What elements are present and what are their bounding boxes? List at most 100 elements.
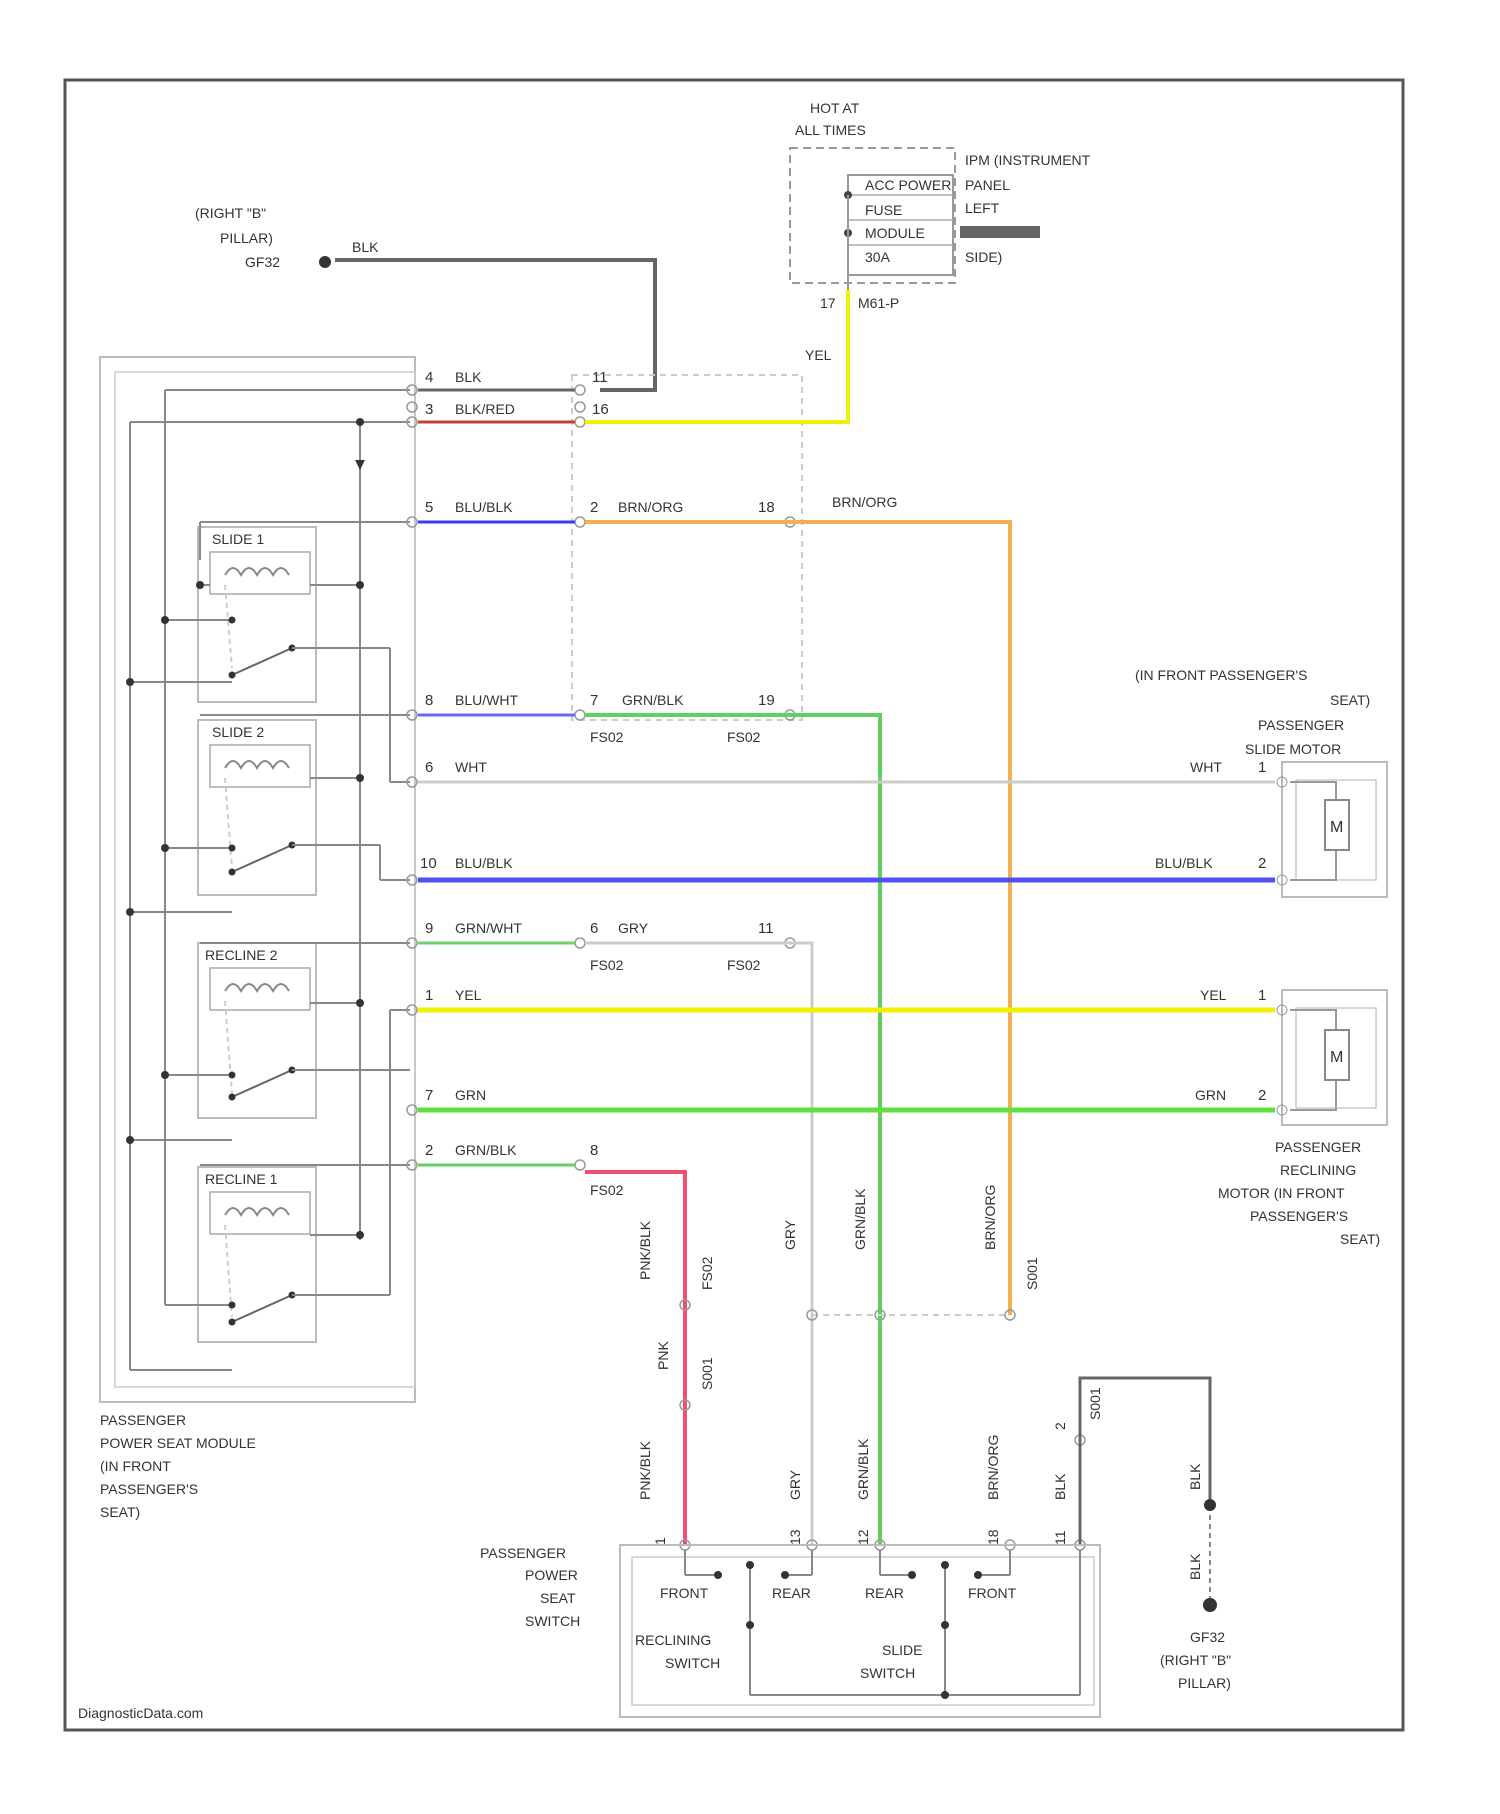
switch-label-3: SEAT: [540, 1590, 576, 1606]
vlabel-brn-org-1: BRN/ORG: [982, 1185, 998, 1250]
pin-8-b: 8: [590, 1142, 598, 1159]
switch-rear-1: REAR: [772, 1585, 811, 1601]
module-line3: (IN FRONT: [100, 1458, 171, 1474]
vlabel-pin-11: 11: [1052, 1530, 1068, 1545]
label-brn-org-1: BRN/ORG: [618, 499, 683, 515]
conn-fs02-1: FS02: [590, 729, 624, 745]
relay-label-slide-2: SLIDE 2: [212, 724, 264, 740]
vlabel-pin-2: 2: [1052, 1422, 1068, 1430]
conn-fs02-3: FS02: [590, 957, 624, 973]
label-yel-2: YEL: [1200, 987, 1227, 1003]
label-yel-top: YEL: [805, 347, 832, 363]
relay-label-slide-1: SLIDE 1: [212, 531, 264, 547]
switch-slide-2: SWITCH: [860, 1665, 915, 1681]
slide-motor-m: M: [1330, 819, 1343, 836]
pin-6-a: 6: [425, 759, 433, 776]
pin-18-a: 18: [758, 499, 775, 516]
relay-recline-2: [198, 943, 316, 1118]
vlabel-pnk-blk-2: PNK/BLK: [637, 1440, 653, 1500]
ground-bot-line3: PILLAR): [1178, 1675, 1231, 1691]
slide-motor-line4: SLIDE MOTOR: [1245, 741, 1341, 757]
pin-11-top: 11: [592, 369, 608, 386]
ipdm-conn: M61-P: [858, 295, 899, 311]
hot-at-line1: HOT AT: [810, 100, 860, 116]
switch-label-4: SWITCH: [525, 1613, 580, 1629]
label-brn-org-2: BRN/ORG: [832, 494, 897, 510]
label-grn-blk-1: GRN/BLK: [622, 692, 684, 708]
label-wht-2: WHT: [1190, 759, 1222, 775]
fuse-label-1: ACC POWER: [865, 177, 951, 193]
label-wht-1: WHT: [455, 759, 487, 775]
label-blu-blk-2: BLU/BLK: [455, 855, 513, 871]
hot-at-line2: ALL TIMES: [795, 122, 866, 138]
relay-label-recline-1: RECLINE 1: [205, 1171, 278, 1187]
ground-bot-wire-1: BLK: [1187, 1463, 1203, 1490]
pin-16: 16: [592, 401, 609, 418]
recline-motor-line3: MOTOR (IN FRONT: [1218, 1185, 1345, 1201]
switch-label-2: POWER: [525, 1567, 578, 1583]
fuse-label-2: FUSE: [865, 202, 902, 218]
recline-motor-line5: SEAT): [1340, 1231, 1380, 1247]
label-gry-1: GRY: [618, 920, 649, 936]
vlabel-pin-1: 1: [652, 1537, 668, 1545]
pin-11-b: 11: [758, 920, 774, 937]
switch-rear-2: REAR: [865, 1585, 904, 1601]
ground-bot-line2: (RIGHT "B": [1160, 1652, 1231, 1668]
pin-10: 10: [420, 855, 437, 872]
module-line4: PASSENGER'S: [100, 1481, 198, 1497]
vlabel-pnk: PNK: [655, 1341, 671, 1370]
ground-top-line1: (RIGHT "B": [195, 205, 266, 221]
module-line5: SEAT): [100, 1504, 140, 1520]
pin-7-a: 7: [590, 692, 598, 709]
switch-recl-2: SWITCH: [665, 1655, 720, 1671]
pin-2-b: 2: [425, 1142, 433, 1159]
slide-motor-line2: SEAT): [1330, 692, 1370, 708]
module-line2: POWER SEAT MODULE: [100, 1435, 256, 1451]
label-grn-wht: GRN/WHT: [455, 920, 522, 936]
watermark: DiagnosticData.com: [78, 1705, 203, 1721]
recline-motor-line1: PASSENGER: [1275, 1139, 1361, 1155]
switch-recl-1: RECLINING: [635, 1632, 711, 1648]
vlabel-s001-2: S001: [1024, 1257, 1040, 1290]
pin-4: 4: [425, 369, 433, 386]
label-blk: BLK: [455, 369, 482, 385]
vlabel-gry-2: GRY: [787, 1469, 803, 1500]
pin-2-recl: 2: [1258, 1087, 1266, 1104]
pin-6-b: 6: [590, 920, 598, 937]
ground-top-point: [319, 256, 331, 268]
ground-top-line3: GF32: [245, 254, 280, 270]
label-grn-blk-2: GRN/BLK: [455, 1142, 517, 1158]
recline-motor-line4: PASSENGER'S: [1250, 1208, 1348, 1224]
vlabel-pin-18: 18: [985, 1529, 1001, 1545]
vlabel-brn-org-2: BRN/ORG: [985, 1435, 1001, 1500]
pin-1-recl: 1: [1258, 987, 1266, 1004]
fuse-label-3: MODULE: [865, 225, 925, 241]
pin-1-slide: 1: [1258, 759, 1266, 776]
pin-3: 3: [425, 401, 433, 418]
vlabel-blk-1: BLK: [1052, 1473, 1068, 1500]
label-blu-blk-1: BLU/BLK: [455, 499, 513, 515]
relay-recline-1: [198, 1167, 316, 1342]
label-yel-1: YEL: [455, 987, 482, 1003]
relay-label-recline-2: RECLINE 2: [205, 947, 278, 963]
ground-bot-point-2: [1203, 1598, 1217, 1612]
ground-top-line2: PILLAR): [220, 230, 273, 246]
ipdm-pin: 17: [820, 295, 836, 311]
vlabel-s001-1: S001: [699, 1357, 715, 1390]
pin-19: 19: [758, 692, 775, 709]
power-seat-module: [100, 357, 415, 1402]
label-grn-1: GRN: [455, 1087, 486, 1103]
relay-slide-1: [198, 527, 316, 702]
vlabel-gry-1: GRY: [782, 1219, 798, 1250]
ipdm-title-3: LEFT: [965, 200, 1000, 216]
switch-label-1: PASSENGER: [480, 1545, 566, 1561]
label-blu-blk-3: BLU/BLK: [1155, 855, 1213, 871]
conn-fs02-2: FS02: [727, 729, 761, 745]
switch-front-1: FRONT: [660, 1585, 709, 1601]
switch-front-2: FRONT: [968, 1585, 1017, 1601]
slide-motor-line3: PASSENGER: [1258, 717, 1344, 733]
conn-fs02-4: FS02: [727, 957, 761, 973]
label-blu-wht: BLU/WHT: [455, 692, 518, 708]
power-seat-switch: [620, 1545, 1100, 1717]
